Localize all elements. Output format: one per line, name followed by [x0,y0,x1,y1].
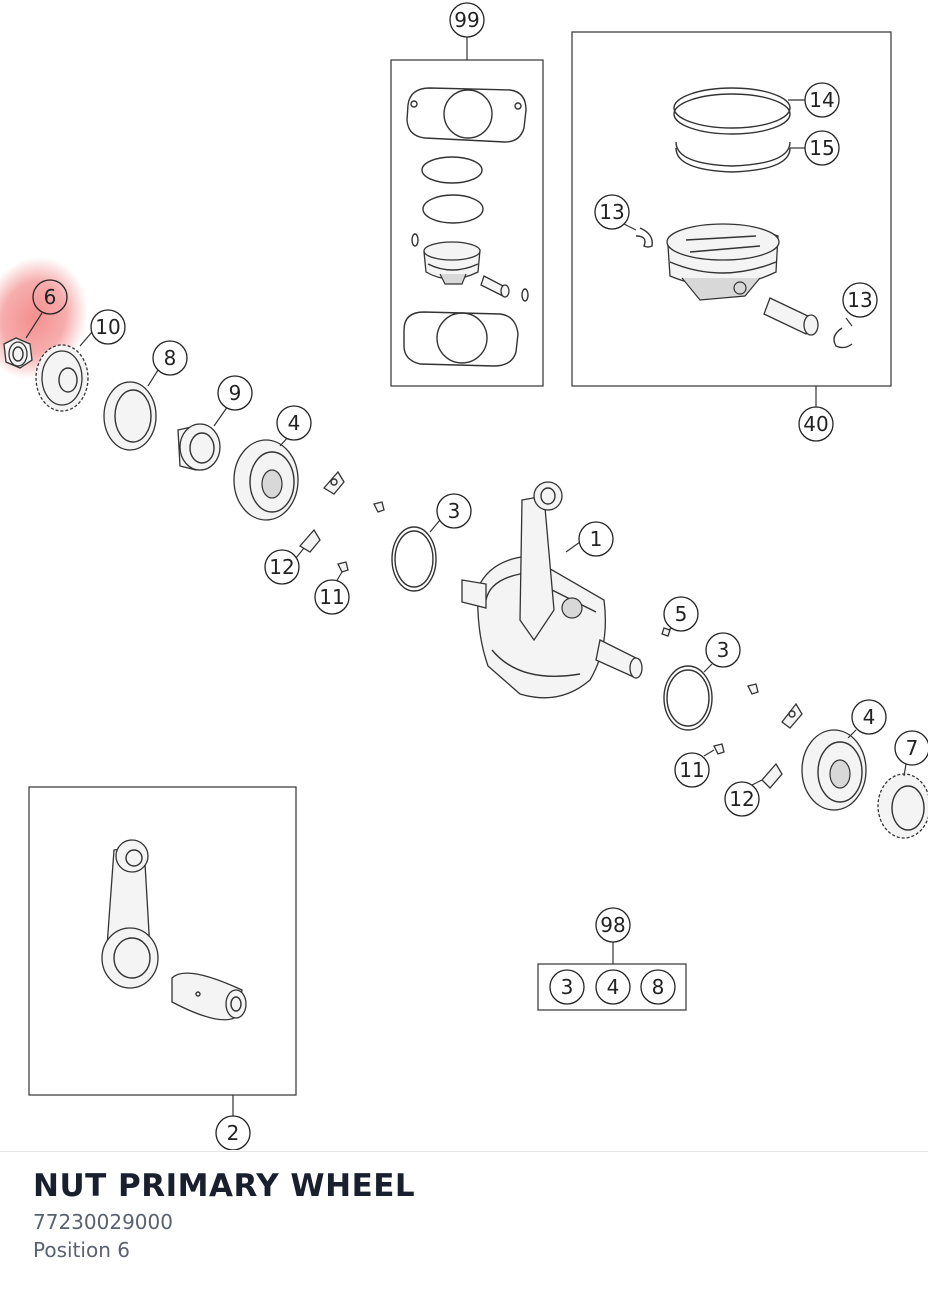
part-number: 77230029000 [33,1210,173,1234]
part-3-shim-right [663,663,713,731]
parts-11-12-left [295,470,385,583]
callout-98-item-8[interactable]: 8 [640,969,676,1005]
svg-text:40: 40 [803,412,828,436]
callout-6-selected[interactable]: 6 [32,279,68,315]
svg-text:1: 1 [590,527,603,551]
svg-text:11: 11 [319,585,344,609]
callout-4-left[interactable]: 4 [276,405,312,441]
callout-11-right[interactable]: 11 [674,752,710,788]
callout-4-right[interactable]: 4 [851,699,887,735]
callout-7[interactable]: 7 [894,730,928,766]
callout-3-right[interactable]: 3 [705,632,741,668]
part-title: NUT PRIMARY WHEEL [33,1168,416,1204]
svg-text:99: 99 [454,8,479,32]
callout-14[interactable]: 14 [804,82,840,118]
part-6-nut [3,312,43,369]
callout-8[interactable]: 8 [152,340,188,376]
svg-text:8: 8 [164,346,177,370]
svg-text:8: 8 [652,975,665,999]
callout-98-item-3[interactable]: 3 [549,969,585,1005]
svg-text:11: 11 [679,758,704,782]
divider [0,1151,928,1152]
parts-11-12-right [703,683,803,789]
conrod-kit-box [28,786,297,1116]
part-4-bearing-left [233,436,299,521]
callout-12-left[interactable]: 12 [264,549,300,585]
svg-text:9: 9 [229,381,242,405]
svg-text:13: 13 [599,200,624,224]
callout-11-left[interactable]: 11 [314,579,350,615]
callout-40[interactable]: 40 [798,406,834,442]
callout-9[interactable]: 9 [217,375,253,411]
callout-13-left[interactable]: 13 [594,194,630,230]
part-3-shim-left [391,519,441,592]
callout-13-right[interactable]: 13 [842,282,878,318]
svg-text:12: 12 [729,787,754,811]
callout-10[interactable]: 10 [90,309,126,345]
svg-text:2: 2 [227,1121,240,1145]
svg-text:3: 3 [717,638,730,662]
svg-text:12: 12 [269,555,294,579]
part-info-panel: NUT PRIMARY WHEEL 77230029000 Position 6 [33,1166,893,1264]
callout-5[interactable]: 5 [663,596,699,632]
svg-text:5: 5 [675,602,688,626]
svg-text:10: 10 [95,315,120,339]
part-7-nut [877,763,928,839]
callout-98[interactable]: 98 [595,907,631,943]
callout-1[interactable]: 1 [578,521,614,557]
callout-99[interactable]: 99 [449,2,485,38]
part-9-bushing [177,405,229,471]
part-4-bearing-right [801,729,867,811]
part-position: Position 6 [33,1238,130,1262]
svg-text:6: 6 [44,285,57,309]
callout-12-right[interactable]: 12 [724,781,760,817]
svg-text:3: 3 [448,499,461,523]
svg-text:4: 4 [288,411,301,435]
callout-2[interactable]: 2 [215,1115,251,1150]
callout-3-left[interactable]: 3 [436,493,472,529]
bearing-kit-box [537,942,687,1011]
part-8-seal [103,369,159,451]
svg-text:3: 3 [561,975,574,999]
svg-text:13: 13 [847,288,872,312]
svg-text:15: 15 [809,136,834,160]
part-10-gear [35,331,93,412]
svg-text:4: 4 [607,975,620,999]
part-1-crankshaft [461,481,643,699]
svg-text:4: 4 [863,705,876,729]
svg-text:14: 14 [809,88,834,112]
svg-text:7: 7 [906,736,919,760]
callout-15[interactable]: 15 [804,130,840,166]
exploded-parts-diagram: 99 14 15 13 13 40 6 10 8 9 4 3 1 12 11 5… [0,2,928,1150]
gasket-kit-box [390,37,544,387]
svg-text:98: 98 [600,913,625,937]
callout-98-item-4[interactable]: 4 [595,969,631,1005]
piston-kit-box [571,31,892,409]
